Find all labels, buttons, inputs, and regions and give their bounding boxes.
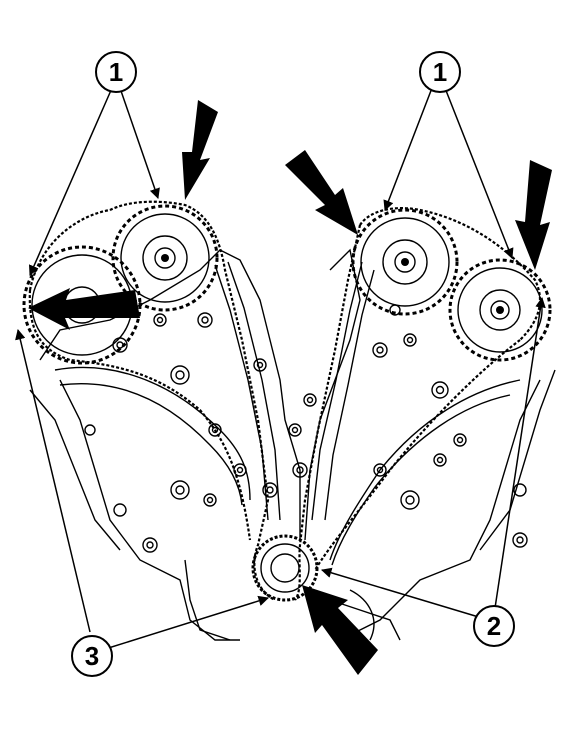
left-inner-cam-sprocket: [111, 204, 219, 312]
arrow-down-right-top: [515, 160, 552, 270]
callout-3: 3: [71, 635, 113, 677]
arrow-up-left-bottom: [302, 585, 378, 675]
right-inner-cam-sprocket: [351, 208, 459, 316]
callout-3-label: 3: [85, 641, 99, 671]
callout-2: 2: [473, 605, 515, 647]
bolt-heads: [84, 304, 528, 553]
callout-1-left-label: 1: [109, 57, 123, 87]
right-outer-cam-sprocket: [448, 258, 552, 362]
callout-leaders: [15, 87, 546, 651]
engine-block: [29, 248, 556, 641]
callout-1-left: 1: [95, 51, 137, 93]
arrow-down-left-top: [182, 100, 218, 200]
pointer-arrows: [28, 100, 552, 675]
right-primary-chain: [294, 207, 542, 601]
arrow-down-right-middle: [285, 150, 358, 235]
callout-1-right: 1: [419, 51, 461, 93]
callout-2-label: 2: [487, 611, 501, 641]
callout-1-right-label: 1: [433, 57, 447, 87]
arrow-left: [28, 288, 140, 330]
